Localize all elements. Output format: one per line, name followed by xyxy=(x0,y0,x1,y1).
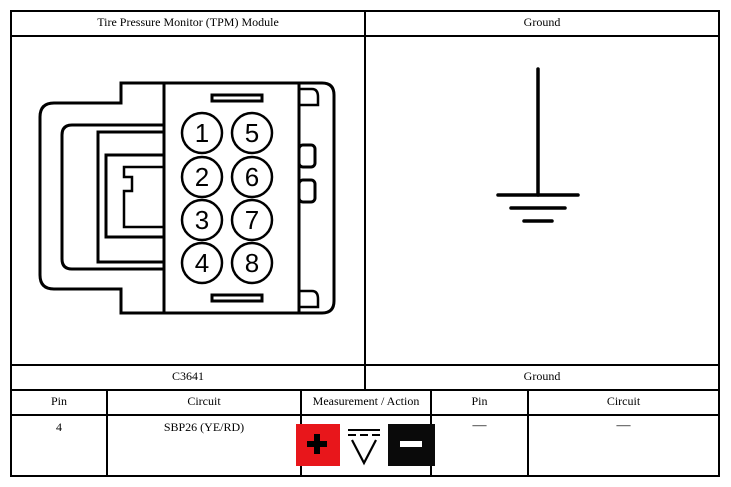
connector-face-diagram xyxy=(38,81,336,315)
ground-label: Ground xyxy=(523,369,561,383)
pin-2-cavity xyxy=(180,155,224,199)
header-pin: Pin xyxy=(50,394,67,408)
divider xyxy=(10,389,720,391)
pin-number-7: 7 xyxy=(244,205,260,235)
divider xyxy=(106,389,108,477)
pin-8-cavity xyxy=(230,241,274,285)
divider xyxy=(364,10,366,390)
pin-4-cavity xyxy=(180,241,224,285)
pin-6-cavity xyxy=(230,155,274,199)
connector-title: Tire Pressure Monitor (TPM) Module xyxy=(97,15,279,29)
row-pin: 4 xyxy=(56,420,62,434)
dc-voltmeter-icon xyxy=(296,424,436,466)
ground-title: Ground xyxy=(523,15,561,29)
header-pin-2: Pin xyxy=(471,394,488,408)
pin-number-5: 5 xyxy=(244,118,260,148)
pin-3-cavity xyxy=(180,198,224,242)
header-circuit-2: Circuit xyxy=(606,394,641,408)
header-measurement: Measurement / Action xyxy=(312,394,420,408)
pin-number-2: 2 xyxy=(194,162,210,192)
row-circuit-2: — xyxy=(616,418,631,433)
negative-lead-icon xyxy=(388,424,435,466)
connector-id: C3641 xyxy=(171,369,204,383)
pin-number-8: 8 xyxy=(244,248,260,278)
pin-number-3: 3 xyxy=(194,205,210,235)
header-circuit: Circuit xyxy=(187,394,221,408)
pin-number-1: 1 xyxy=(194,118,210,148)
pin-1-cavity xyxy=(180,111,224,155)
divider xyxy=(10,414,720,416)
pin-number-6: 6 xyxy=(244,162,260,192)
positive-lead-icon xyxy=(296,424,340,466)
pin-5-cavity xyxy=(230,111,274,155)
ground-symbol-icon xyxy=(496,67,580,223)
divider xyxy=(527,389,529,477)
row-circuit: SBP26 (YE/RD) xyxy=(163,420,245,434)
row-pin-2: — xyxy=(472,418,487,433)
pin-number-4: 4 xyxy=(194,248,210,278)
dc-volt-symbol-icon xyxy=(342,424,386,466)
pin-7-cavity xyxy=(230,198,274,242)
